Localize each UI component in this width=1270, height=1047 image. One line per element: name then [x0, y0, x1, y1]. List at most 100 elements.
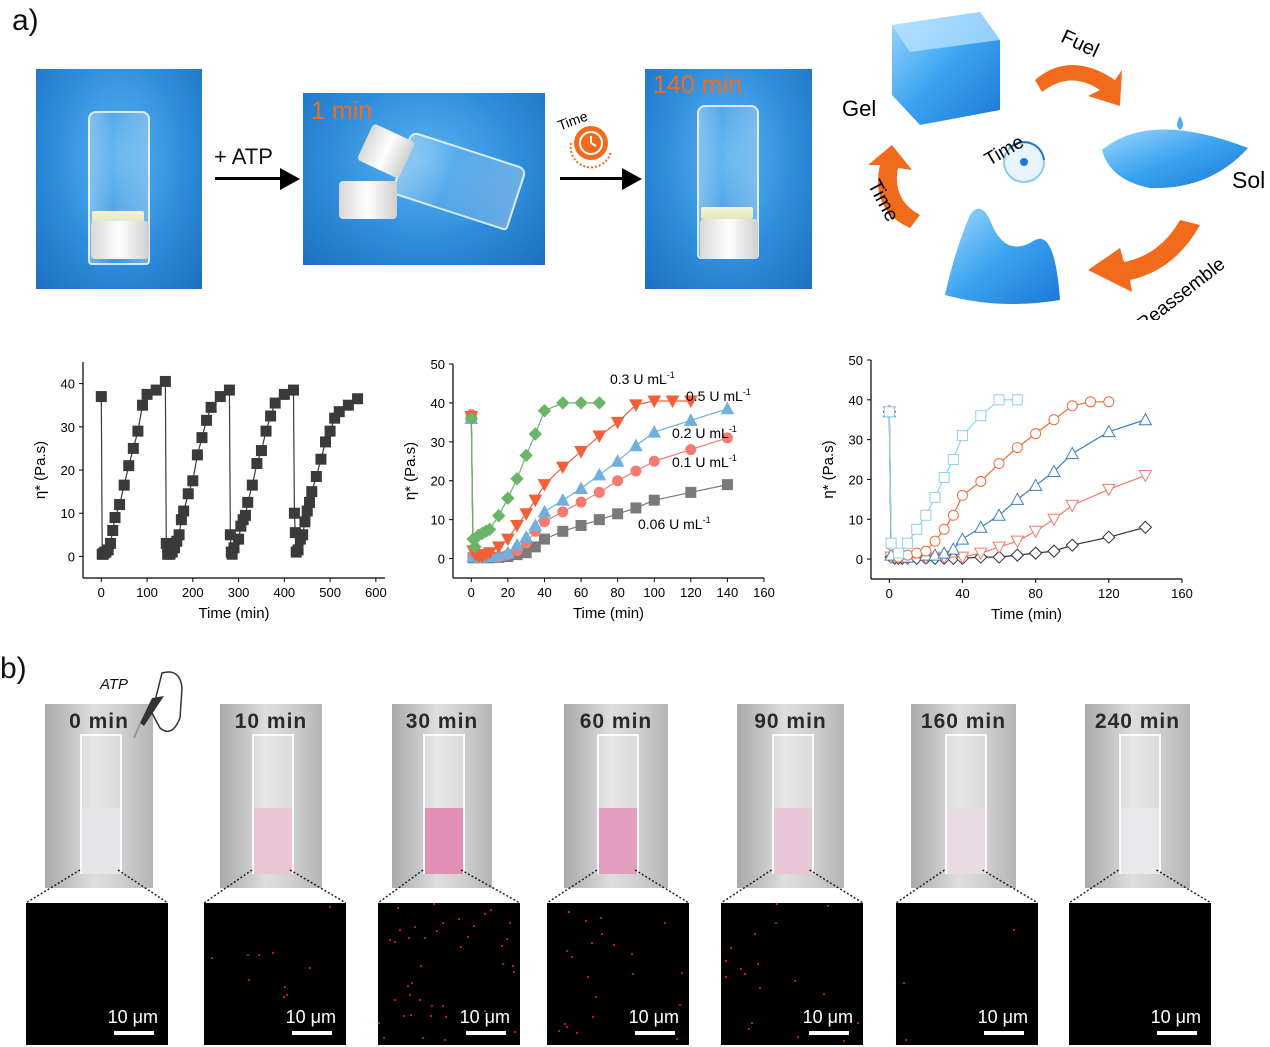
photo-time-label: 140 min: [653, 71, 742, 99]
series-0-3-u-ml-1: [464, 395, 698, 564]
scale-bar-label: 10 μm: [285, 1007, 336, 1027]
series-label: 0.1 U mL-1: [672, 453, 737, 470]
fluorescent-particle: [389, 939, 391, 941]
gel-cube-icon: [892, 12, 1000, 125]
fluorescent-particle: [794, 980, 796, 982]
data-point: [592, 396, 607, 410]
x-tick-label: 140: [717, 585, 739, 600]
fluorescent-particle: [258, 954, 260, 956]
y-axis-label: η* (Pa.s): [820, 440, 837, 498]
data-point: [612, 508, 624, 520]
x-axis-label: Time (min): [198, 605, 269, 622]
fluorescent-particle: [843, 1040, 845, 1042]
data-point: [537, 504, 552, 518]
data-point: [1028, 525, 1043, 539]
data-point: [196, 432, 208, 444]
data-point: [150, 384, 162, 396]
atp-label: ATP: [100, 676, 129, 693]
data-point: [920, 509, 932, 521]
cuvette: [80, 734, 122, 874]
fluorescent-particle: [995, 1016, 997, 1018]
x-tick-label: 20: [501, 585, 515, 600]
scale-bar: [984, 1031, 1024, 1035]
fluorescence-image: 10 μm: [204, 903, 346, 1045]
fluorescence-image: 10 μm: [1069, 903, 1211, 1045]
data-point: [501, 545, 515, 559]
y-tick-label: 30: [431, 435, 445, 450]
sample-time-label: 60 min: [579, 710, 653, 733]
cuvette-liquid: [82, 808, 120, 874]
fluorescent-particle: [484, 1010, 486, 1012]
data-point: [107, 524, 119, 536]
fluorescence-image: 10 μm: [721, 903, 863, 1045]
fluorescent-particle: [473, 925, 475, 927]
data-point: [537, 403, 552, 418]
fluorescent-particle: [284, 986, 286, 988]
vial-photo-1min: 1 min: [303, 93, 545, 265]
data-point: [288, 507, 300, 519]
data-point: [975, 475, 987, 487]
data-point: [929, 491, 941, 503]
data-point: [630, 502, 642, 514]
series-circle-open: [883, 396, 1115, 563]
scale-bar: [292, 1031, 332, 1035]
data-point: [902, 537, 914, 549]
x-tick-label: 80: [1028, 586, 1042, 601]
cuvette-liquid: [946, 808, 985, 874]
cuvette: [252, 734, 294, 874]
x-tick-label: 100: [643, 585, 665, 600]
series-cycles: [95, 375, 364, 560]
data-point: [159, 375, 171, 387]
x-tick-label: 40: [955, 586, 969, 601]
data-point: [482, 522, 497, 537]
center-clock-icon: [1003, 141, 1045, 183]
data-point: [537, 479, 552, 492]
data-point: [993, 458, 1005, 470]
data-point: [1048, 414, 1060, 426]
data-point: [287, 384, 299, 396]
x-tick-label: 200: [182, 585, 204, 600]
fluorescent-particle: [744, 973, 746, 975]
fluorescent-particle: [286, 994, 288, 996]
cuvette-photo: 160 min: [911, 704, 1016, 888]
fluorescent-particle: [751, 1022, 753, 1024]
data-point: [246, 479, 258, 491]
fluorescent-particle: [585, 920, 587, 922]
data-point: [1101, 424, 1116, 438]
fluorescent-particle: [512, 965, 514, 967]
fluorescent-particle: [442, 922, 444, 924]
y-tick-label: 10: [61, 506, 75, 521]
data-point: [223, 384, 235, 396]
cuvette-liquid: [425, 808, 463, 874]
data-point: [1065, 538, 1079, 552]
vial-cap: [700, 219, 758, 259]
fluorescent-particle: [587, 976, 589, 978]
data-point: [278, 388, 290, 400]
fluorescent-particle: [664, 922, 666, 924]
data-point: [992, 550, 1006, 564]
fluorescent-particle: [419, 999, 421, 1001]
fluorescent-particle: [403, 1015, 405, 1017]
data-point: [1047, 513, 1061, 527]
fluorescent-particle: [568, 911, 570, 913]
fuel-label: Fuel: [1058, 26, 1103, 62]
data-point: [132, 425, 144, 437]
series-square-open: [883, 394, 1023, 559]
sample-time-label: 160 min: [920, 710, 1007, 733]
data-point: [501, 533, 515, 547]
data-point: [239, 509, 251, 521]
x-tick-label: 160: [1171, 586, 1193, 601]
fluorescent-particle: [431, 1005, 433, 1007]
fluorescent-particle: [329, 906, 331, 908]
data-point: [557, 506, 569, 518]
data-point: [992, 508, 1006, 521]
data-point: [1047, 464, 1061, 477]
data-point: [592, 467, 607, 481]
cuvette-photo: 60 min: [564, 704, 668, 888]
arrow-right-icon: [622, 168, 642, 190]
fluorescent-particle: [740, 968, 742, 970]
data-point: [1103, 396, 1115, 408]
data-point: [95, 391, 107, 403]
cuvette: [771, 734, 814, 874]
time-clock-icon: Time: [556, 108, 612, 169]
